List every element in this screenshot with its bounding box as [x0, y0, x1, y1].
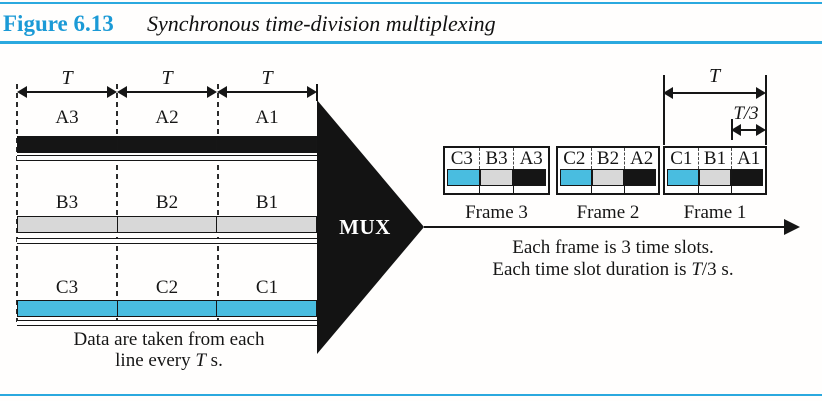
slot-label: B3 [478, 148, 514, 169]
figure-title: Synchronous time-division multiplexing [147, 11, 496, 36]
slot-color [667, 169, 699, 186]
t-duration-arrow-2 [117, 85, 217, 99]
slot-color [624, 169, 656, 186]
unit-label-c2: C2 [155, 277, 179, 298]
slot-label: C3 [450, 148, 473, 169]
frame-2-slot-labels: C2 B2 A2 [558, 148, 658, 169]
slot-color [513, 169, 546, 186]
frame-3-box: C3 B3 A3 [443, 146, 550, 195]
line-b-unit-labels: B3 B2 B1 [17, 192, 317, 214]
line-c-wire [17, 320, 317, 326]
slot-label: B1 [697, 148, 732, 169]
slot-label: C1 [670, 148, 693, 169]
t-duration-label-1: T [61, 67, 73, 89]
line-a-cell [216, 137, 316, 152]
mux-triangle [317, 100, 424, 354]
input-caption-line2: line every T s. [115, 350, 223, 371]
slot-color [480, 169, 513, 186]
input-caption-line1: Data are taken from each [73, 329, 265, 350]
slot-color [592, 169, 624, 186]
line-a-wire [17, 155, 317, 161]
frame-note-line1: Each frame is 3 time slots. [512, 237, 714, 258]
mux-label: MUX [339, 215, 391, 239]
unit-label-a3: A3 [55, 107, 79, 128]
t-duration-label-3: T [261, 67, 273, 89]
frame-1-name: Frame 1 [683, 202, 747, 223]
line-a-cell [18, 137, 117, 152]
frame-2-slot-band [558, 169, 658, 186]
slot-color [560, 169, 592, 186]
dashed-gridline-3 [217, 84, 219, 322]
line-c-cell [18, 301, 117, 316]
t-duration-arrow-1 [17, 85, 117, 99]
timeline-arrowhead-icon [784, 219, 800, 235]
bottom-rule [0, 394, 822, 396]
unit-label-b2: B2 [155, 192, 179, 213]
frame-note: Each frame is 3 time slots. Each time sl… [428, 237, 798, 280]
line-c-unit-labels: C3 C2 C1 [17, 277, 317, 299]
line-a-unit-labels: A3 A2 A1 [17, 107, 317, 129]
frame-3-slot-band [445, 169, 548, 186]
dashed-gridline-2 [116, 84, 118, 322]
line-a-data-bar [17, 136, 317, 153]
frame-2-box: C2 B2 A2 [556, 146, 660, 195]
top-rule [0, 2, 822, 4]
line-b-cell [216, 217, 316, 232]
input-caption: Data are taken from each line every T s. [38, 329, 300, 371]
frame-3-slot-labels: C3 B3 A3 [445, 148, 548, 169]
slot-label: A3 [513, 148, 548, 169]
t-dim-left-extent [663, 75, 665, 145]
frame-t-label: T [708, 65, 721, 87]
frame-1-box: C1 B1 A1 [663, 146, 767, 195]
slot-t3-arrow [731, 123, 766, 137]
slot-label: A2 [624, 148, 658, 169]
frame-1-slot-labels: C1 B1 A1 [665, 148, 765, 169]
slot-label: A1 [731, 148, 765, 169]
slot-label: C2 [563, 148, 586, 169]
frame-3-name: Frame 3 [465, 202, 528, 223]
frame-note-line2: Each time slot duration is T/3 s. [492, 258, 734, 280]
line-b-data-bar [17, 216, 317, 233]
line-c-data-bar [17, 300, 317, 317]
slot-color [731, 169, 763, 186]
line-a-cell [116, 137, 217, 152]
t-dim-right-extent [765, 75, 767, 145]
gridline-end-tick [316, 84, 318, 101]
figure-number: Figure 6.13 [3, 11, 114, 36]
frame-2-footer-ticks [558, 186, 658, 193]
dashed-gridline-1 [16, 84, 18, 322]
frame-1-footer-ticks [665, 186, 765, 193]
line-c-cell [216, 301, 316, 316]
output-timeline [424, 226, 786, 228]
line-c-cell [116, 301, 217, 316]
line-b-cell [18, 217, 117, 232]
frame-t-arrow [663, 86, 766, 100]
unit-label-c3: C3 [55, 277, 79, 298]
line-b-cell [116, 217, 217, 232]
line-b-wire [17, 238, 317, 244]
slot-color [699, 169, 731, 186]
frame-2-name: Frame 2 [576, 202, 640, 223]
title-separator-rule [0, 41, 822, 44]
frame-1-slot-band [665, 169, 765, 186]
unit-label-b3: B3 [55, 192, 79, 213]
frame-3-footer-ticks [445, 186, 548, 193]
unit-label-c1: C1 [255, 277, 279, 298]
unit-label-b1: B1 [255, 192, 279, 213]
t-duration-label-2: T [161, 67, 173, 89]
unit-label-a2: A2 [155, 107, 179, 128]
slot-label: B2 [590, 148, 625, 169]
t-duration-arrow-3 [217, 85, 317, 99]
slot-t3-label: T/3 [733, 103, 759, 124]
unit-label-a1: A1 [255, 107, 279, 128]
slot-color [447, 169, 480, 186]
